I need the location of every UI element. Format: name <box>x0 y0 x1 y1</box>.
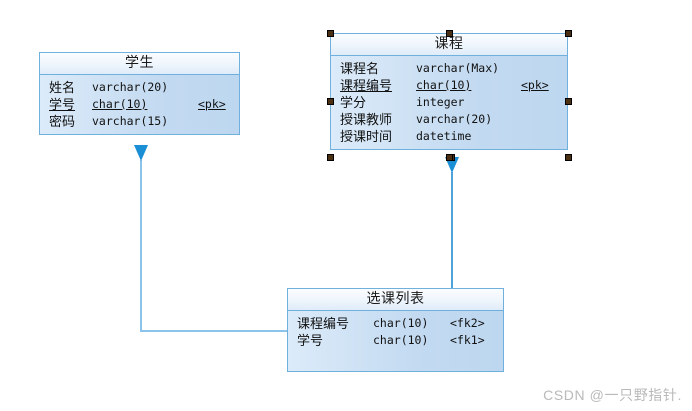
resize-handle-bottom-left[interactable] <box>327 154 334 161</box>
entity-student-title: 学生 <box>40 53 239 75</box>
attribute-type: char(10) <box>373 316 429 330</box>
resize-handle-top-right[interactable] <box>565 30 572 37</box>
attribute-name: 学号 <box>49 97 76 112</box>
attribute-name: 授课时间 <box>340 129 393 144</box>
entity-selection-list-title: 选课列表 <box>288 289 503 311</box>
entity-course-title: 课程 <box>331 34 567 56</box>
attribute-row-primary-key[interactable]: 课程编号 char(10) <pk> <box>331 77 567 94</box>
attribute-name: 学号 <box>297 333 324 348</box>
resize-handle-bottom-center[interactable] <box>446 154 453 161</box>
entity-selection-list-attributes: 课程编号 char(10) <fk2> 学号 char(10) <fk1> <box>288 311 503 371</box>
attribute-key-pk: <pk> <box>198 97 226 111</box>
attribute-row[interactable]: 授课时间 datetime <box>331 128 567 145</box>
attribute-type: char(10) <box>373 333 429 347</box>
attribute-name: 学分 <box>340 95 367 110</box>
attribute-type: char(10) <box>92 97 148 111</box>
arrowhead-student <box>134 145 148 161</box>
attribute-type: varchar(Max) <box>416 61 500 75</box>
entity-student-attributes: 姓名 varchar(20) 学号 char(10) <pk> 密码 varch… <box>40 75 239 134</box>
attribute-name: 姓名 <box>49 80 76 95</box>
attribute-key-fk: <fk1> <box>450 333 485 347</box>
attribute-row-primary-key[interactable]: 学号 char(10) <pk> <box>40 96 239 113</box>
attribute-row[interactable]: 授课教师 varchar(20) <box>331 111 567 128</box>
watermark-text: CSDN @一只野指针. <box>543 387 682 403</box>
entity-selection-list[interactable]: 选课列表 课程编号 char(10) <fk2> 学号 char(10) <fk… <box>287 288 504 372</box>
connector-selection-student-horizontal[interactable] <box>140 330 288 332</box>
attribute-type: datetime <box>416 129 472 143</box>
attribute-key-fk: <fk2> <box>450 316 485 330</box>
attribute-row[interactable]: 课程编号 char(10) <fk2> <box>288 315 503 332</box>
attribute-name: 课程名 <box>340 61 380 76</box>
attribute-row[interactable]: 密码 varchar(15) <box>40 113 239 130</box>
attribute-name: 课程编号 <box>340 78 393 93</box>
resize-handle-middle-left[interactable] <box>327 98 334 105</box>
resize-handle-top-center[interactable] <box>446 30 453 37</box>
attribute-type: varchar(20) <box>416 112 493 126</box>
attribute-row[interactable]: 姓名 varchar(20) <box>40 79 239 96</box>
resize-handle-middle-right[interactable] <box>565 98 572 105</box>
attribute-name: 授课教师 <box>340 112 393 127</box>
entity-student[interactable]: 学生 姓名 varchar(20) 学号 char(10) <pk> 密码 va… <box>39 52 240 135</box>
attribute-name: 课程编号 <box>297 316 350 331</box>
attribute-type: char(10) <box>416 78 472 92</box>
connector-selection-course-vertical[interactable] <box>451 172 453 289</box>
connector-selection-student-vertical[interactable] <box>140 160 142 331</box>
resize-handle-top-left[interactable] <box>327 30 334 37</box>
attribute-type: integer <box>416 95 465 109</box>
entity-course[interactable]: 课程 课程名 varchar(Max) 课程编号 char(10) <pk> 学… <box>330 33 568 150</box>
attribute-name: 密码 <box>49 114 76 129</box>
entity-course-attributes: 课程名 varchar(Max) 课程编号 char(10) <pk> 学分 i… <box>331 56 567 149</box>
attribute-type: varchar(15) <box>92 114 169 128</box>
attribute-type: varchar(20) <box>92 80 169 94</box>
attribute-row[interactable]: 学分 integer <box>331 94 567 111</box>
attribute-row[interactable]: 课程名 varchar(Max) <box>331 60 567 77</box>
attribute-row[interactable]: 学号 char(10) <fk1> <box>288 332 503 349</box>
resize-handle-bottom-right[interactable] <box>565 154 572 161</box>
attribute-key-pk: <pk> <box>521 78 549 92</box>
